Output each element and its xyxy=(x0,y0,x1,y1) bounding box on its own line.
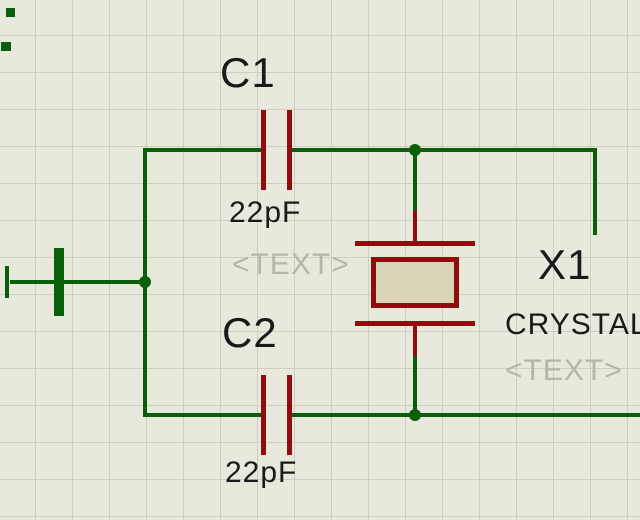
component-value-c2: 22pF xyxy=(225,456,298,489)
ground-lead[interactable] xyxy=(10,280,55,284)
wire-bottom-right[interactable] xyxy=(292,413,640,417)
capacitor-c1-plate-right[interactable] xyxy=(287,110,292,190)
capacitor-c1-plate-left[interactable] xyxy=(261,110,266,190)
component-ref-x1: X1 xyxy=(538,241,592,288)
component-value-x1: CRYSTAL xyxy=(505,308,640,341)
crystal-x1-top-wire[interactable] xyxy=(413,152,417,210)
junction-dot-ground xyxy=(139,276,151,288)
ground-terminal-icon xyxy=(5,266,9,298)
wire-top-left[interactable] xyxy=(143,148,265,152)
pin-mark xyxy=(1,42,11,51)
crystal-x1-top-pin[interactable] xyxy=(413,210,417,243)
wire-top-right[interactable] xyxy=(292,148,597,152)
junction-dot-top xyxy=(409,144,421,156)
crystal-x1-bottom-pin[interactable] xyxy=(413,326,417,356)
capacitor-c2-plate-right[interactable] xyxy=(287,375,292,455)
component-text-placeholder-x1: <TEXT> xyxy=(505,354,623,387)
crystal-x1-plate-bottom[interactable] xyxy=(355,321,475,326)
crystal-x1-bottom-wire[interactable] xyxy=(413,356,417,417)
crystal-x1-body[interactable] xyxy=(371,257,459,308)
capacitor-c2-plate-left[interactable] xyxy=(261,375,266,455)
component-value-c1: 22pF xyxy=(229,196,302,229)
wire-top-right-stub[interactable] xyxy=(593,148,597,235)
ground-bar-icon[interactable] xyxy=(54,248,64,316)
pin-mark xyxy=(6,8,15,17)
component-text-placeholder-c1: <TEXT> xyxy=(232,248,350,281)
component-ref-c1: C1 xyxy=(220,49,276,96)
ground-wire[interactable] xyxy=(62,280,145,284)
component-ref-c2: C2 xyxy=(222,309,278,356)
crystal-x1-plate-top[interactable] xyxy=(355,241,475,246)
wire-bottom-left[interactable] xyxy=(143,413,265,417)
